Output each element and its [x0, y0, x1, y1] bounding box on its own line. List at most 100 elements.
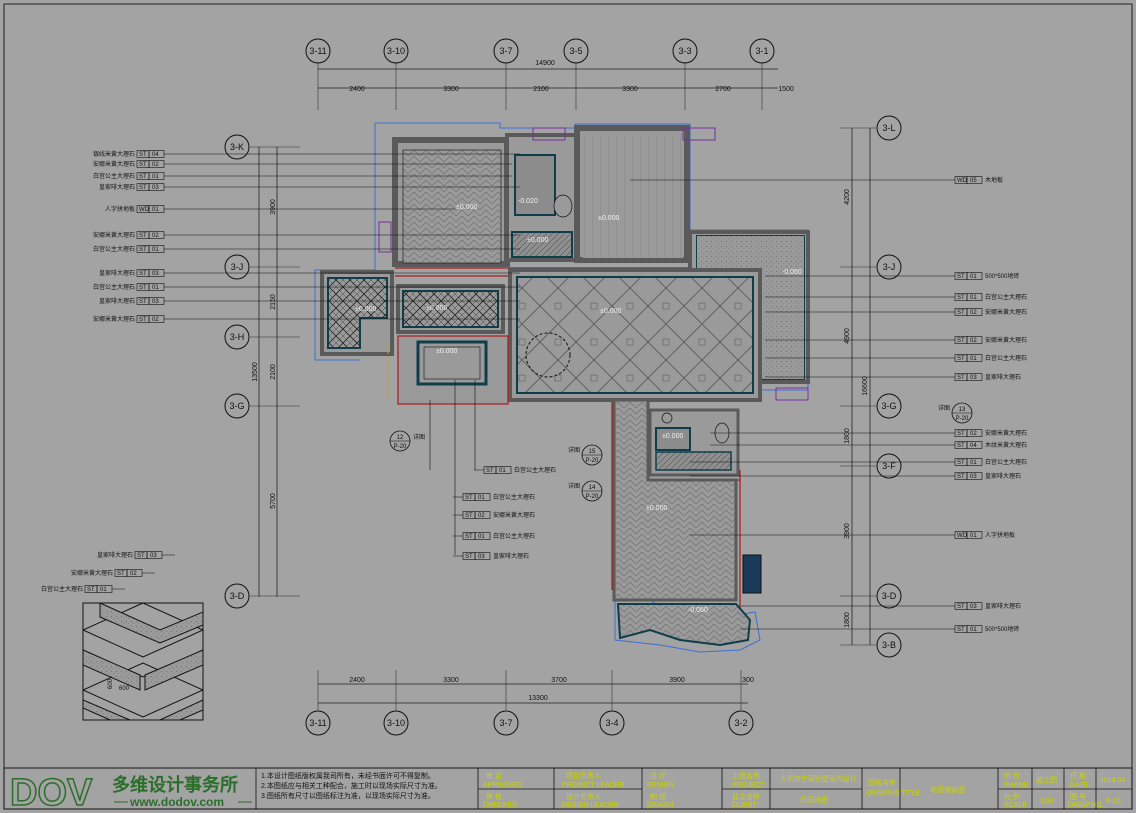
material-code: ST [465, 534, 473, 540]
material-name: 人字拼地板 [105, 205, 135, 213]
section-note: 详图 [413, 433, 425, 441]
material-number: 03 [970, 604, 977, 610]
section-sheet: P-20 [956, 416, 969, 422]
material-name: 皇家啡大理石 [985, 472, 1021, 480]
level-mark: ±0.000 [662, 433, 683, 440]
axis-bubble: 3-10 [383, 710, 409, 736]
material-code: ST [465, 554, 473, 560]
design-lead-label: 设计负责人 [566, 792, 601, 801]
dimension-value: 1800 [844, 612, 851, 628]
axis-bubble: 3-3 [672, 38, 698, 64]
material-name: 安娜米黄大理石 [93, 315, 135, 323]
axis-label: 3-H [230, 332, 245, 342]
material-number: 01 [478, 495, 485, 501]
material-code: ST [957, 627, 965, 633]
axis-bubble: 3-G [876, 393, 902, 419]
dimension-value: 3300 [622, 86, 638, 93]
material-number: 02 [130, 571, 137, 577]
section-mark: 12 P-20 详图 [389, 430, 425, 452]
dimension-value: 1800 [844, 428, 851, 444]
axis-bubble: 3-11 [305, 710, 331, 736]
level-mark: ±0.000 [527, 237, 548, 244]
material-callout: ST 01 500*500地砖 [740, 625, 1019, 633]
material-code: ST [139, 174, 147, 180]
axis-bubble: 3-D [224, 583, 250, 609]
section-number: 12 [397, 435, 404, 441]
project-en: PROJECT [732, 782, 765, 789]
detail-dimension: 600 [119, 686, 130, 692]
level-mark: ±0.000 [436, 348, 457, 355]
material-name: 银线米黄大理石 [93, 150, 135, 158]
check-en: CHECKED [483, 802, 517, 809]
section-sheet: P-20 [586, 494, 599, 500]
axis-label: 3-B [882, 640, 896, 650]
material-name: 白宫公主大理石 [985, 458, 1027, 466]
drawing-name-value: 地面铺装图 [930, 785, 965, 794]
dimension-value: 2100 [270, 364, 277, 380]
approve-label: 审 定 [486, 771, 502, 780]
material-name: 500*500地砖 [985, 625, 1019, 633]
scale-value: 1:50 [1040, 798, 1054, 805]
axis-label: 3-11 [309, 718, 326, 728]
material-name: 安娜米黄大理石 [985, 308, 1027, 316]
firm-name: 多维设计事务所 [112, 774, 238, 795]
material-number: 01 [970, 627, 977, 633]
material-callout: ST 03 皇家啡大理石 [690, 472, 1021, 480]
material-code: ST [139, 185, 147, 191]
dimension-value: 2400 [349, 677, 365, 684]
material-code: ST [957, 474, 965, 480]
material-name: 安娜米黄大理石 [93, 231, 135, 239]
axis-label: 3-G [881, 401, 896, 411]
material-number: 02 [152, 233, 159, 239]
material-code: ST [957, 604, 965, 610]
axis-label: 3-10 [387, 718, 405, 728]
section-sheet: P-20 [586, 458, 599, 464]
scale-en: SCALE [1004, 802, 1027, 809]
material-name: 皇家啡大理石 [99, 269, 135, 277]
material-name: 安娜米黄大理石 [93, 160, 135, 168]
axis-bubble: 3-J [876, 254, 902, 280]
material-name: 皇家啡大理石 [97, 551, 133, 559]
level-mark: -0.020 [518, 198, 538, 205]
material-number: 03 [970, 375, 977, 381]
material-code: ST [486, 468, 494, 474]
project-lead-label: 项目负责人 [566, 771, 601, 780]
date-label: 日 期 [1070, 772, 1086, 780]
total-dimension: 13300 [528, 695, 548, 702]
material-number: 01 [152, 247, 159, 253]
dimension-value: 2400 [349, 86, 365, 93]
section-number: 15 [589, 449, 596, 455]
material-name: 安娜米黄大理石 [985, 429, 1027, 437]
material-name: 木地板 [985, 176, 1003, 184]
axis-bubble: 3-7 [493, 710, 519, 736]
design-lead-en: DESIGN LEADER [562, 802, 619, 809]
axis-label: 3-J [883, 262, 896, 272]
material-number: 03 [152, 299, 159, 305]
dimension-value: 3300 [443, 86, 459, 93]
material-number: 02 [152, 317, 159, 323]
axis-bubble: 3-7 [493, 38, 519, 64]
axis-label: 3-D [230, 591, 245, 601]
client-en: CLIENT [732, 802, 758, 809]
axis-label: 3-J [231, 262, 244, 272]
material-code: ST [957, 443, 965, 449]
right-axis-bubbles: 3-L 3-J 3-G 3-F 3-D 3-B [876, 115, 902, 658]
stage-label: 阶 段 [1004, 771, 1020, 780]
axis-label: 3-D [882, 591, 897, 601]
material-number: 03 [970, 474, 977, 480]
